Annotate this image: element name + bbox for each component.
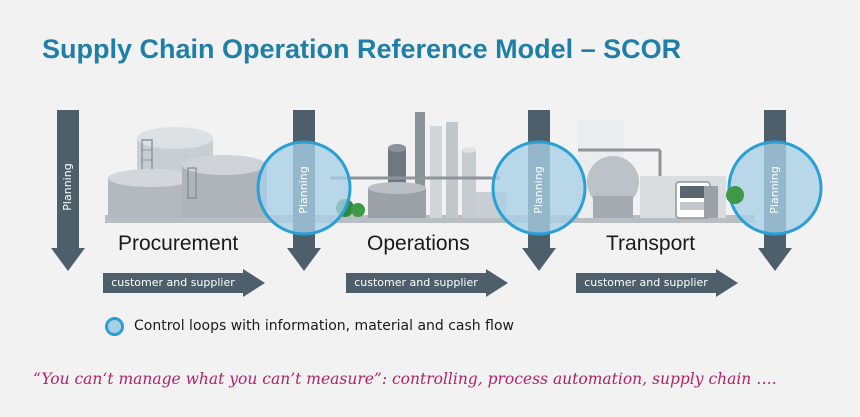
depot-illustration xyxy=(578,120,726,219)
control-loop-circle xyxy=(727,140,823,236)
planning-label: Planning xyxy=(532,166,545,214)
storage-tanks-illustration xyxy=(108,127,267,218)
legend-loop-icon xyxy=(105,317,124,336)
flow-arrow xyxy=(576,269,738,297)
flow-arrow xyxy=(103,269,265,297)
planning-label: Planning xyxy=(768,166,781,214)
planning-label: Planning xyxy=(297,166,310,214)
planning-arrow xyxy=(51,110,85,271)
stage-label-transport: Transport xyxy=(606,232,696,255)
control-loop-circle xyxy=(256,140,352,236)
legend-text: Control loops with information, material… xyxy=(134,318,514,334)
planning-label: Planning xyxy=(61,163,74,211)
stage-label-operations: Operations xyxy=(367,232,470,255)
stage-label-procurement: Procurement xyxy=(118,232,239,255)
flow-arrow xyxy=(346,269,508,297)
page-title: Supply Chain Operation Reference Model –… xyxy=(42,34,682,64)
flow-label: customer and supplier xyxy=(584,276,708,289)
control-loop-circle xyxy=(491,140,587,236)
plant-illustration xyxy=(330,112,506,218)
quote-text: “You can‘t manage what you can’t measure… xyxy=(33,370,777,388)
tree-icon xyxy=(726,186,744,204)
ground-strip xyxy=(105,215,755,223)
flow-label: customer and supplier xyxy=(111,276,235,289)
flow-label: customer and supplier xyxy=(354,276,478,289)
